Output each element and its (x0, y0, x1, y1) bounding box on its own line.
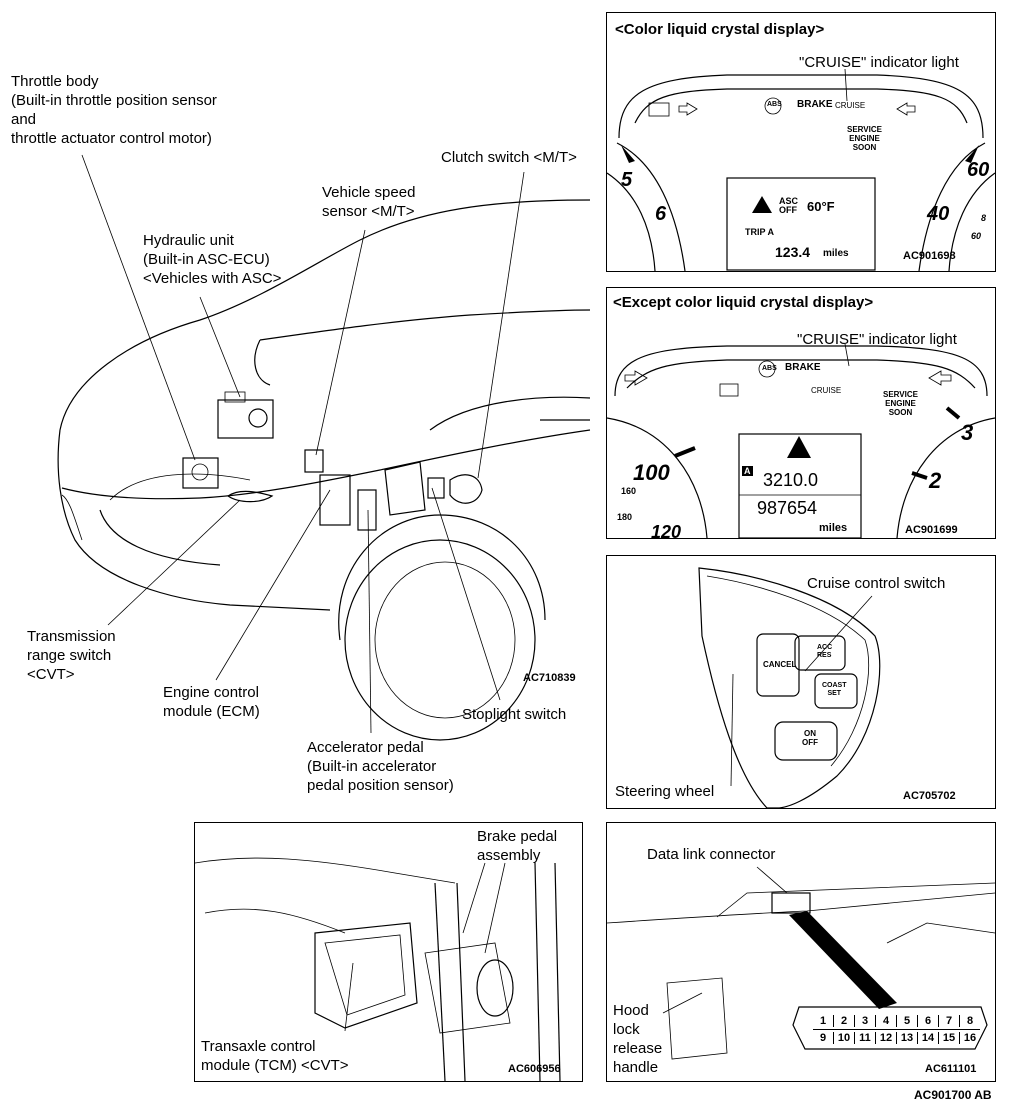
speed-sensor-shape (304, 449, 324, 473)
dlc-panel: Data link connector Hood lock release ha… (606, 822, 996, 1082)
label-hydraulic-unit: Hydraulic unit (Built-in ASC-ECU) <Vehic… (143, 232, 282, 287)
pin-14: 14 (918, 1032, 939, 1044)
label-cruise-control-switch: Cruise control switch (807, 575, 946, 592)
trip-value-2: 3210.0 (763, 470, 819, 490)
gauge-num-60: 60 (967, 159, 990, 181)
label-engine-control-module: Engine control module (ECM) (163, 684, 260, 720)
label-stoplight-switch: Stoplight switch (462, 706, 567, 723)
pin-1: 1 (813, 1015, 834, 1027)
pin-13: 13 (897, 1032, 918, 1044)
brake-indicator: BRAKE (797, 99, 833, 110)
cruise-indicator-2: CRUISE (811, 386, 842, 395)
gauge-num-2: 2 (929, 468, 942, 493)
tcm-drawing (195, 857, 561, 1081)
hydraulic-unit-shape (217, 391, 274, 439)
figure-code-tcm: AC606956 (508, 1063, 561, 1075)
dlc-drawing (607, 866, 995, 1060)
label-accelerator-pedal: Accelerator pedal (Built-in accelerator … (307, 739, 454, 794)
gauge-num-180: 180 (617, 512, 633, 522)
except-cluster-drawing (607, 343, 995, 538)
gauge-num-5: 5 (621, 169, 633, 191)
odometer-unit: miles (819, 522, 848, 534)
gauge-num-small-60: 60 (971, 231, 982, 241)
gauge-num-8: 8 (981, 213, 987, 223)
color-lcd-title: <Color liquid crystal display> (615, 21, 825, 38)
label-steering-wheel: Steering wheel (615, 783, 715, 800)
tcm-panel: Brake pedal assembly Transaxle control m… (194, 822, 583, 1082)
pin-12: 12 (876, 1032, 897, 1044)
steering-drawing (698, 567, 881, 808)
temperature-readout: 60°F (807, 199, 835, 214)
trip-badge: A (742, 466, 753, 476)
pin-10: 10 (834, 1032, 855, 1044)
trip-unit: miles (823, 248, 849, 259)
cruise-indicator-label-2: "CRUISE" indicator light (797, 331, 957, 348)
label-vehicle-speed-sensor: Vehicle speed sensor <M/T> (322, 184, 416, 220)
pin-9: 9 (813, 1032, 834, 1044)
service-engine-soon-2: SERVICE ENGINE SOON (883, 390, 918, 417)
cruise-indicator-label: "CRUISE" indicator light (799, 54, 959, 71)
steering-switch-panel: Cruise control switch Steering wheel CAN… (606, 555, 996, 809)
gauge-num-3: 3 (961, 420, 974, 445)
on-off-button: ON OFF (802, 729, 818, 747)
gauge-num-6: 6 (655, 203, 667, 225)
gauge-num-160: 160 (621, 486, 637, 496)
cancel-button: CANCEL (763, 660, 797, 669)
pin-15: 15 (939, 1032, 960, 1044)
footer-figure-code: AC901700 AB (914, 1088, 992, 1102)
figure-code-steering: AC705702 (903, 790, 956, 802)
throttle-body-shape (182, 457, 219, 489)
abs-indicator-2: ABS (762, 365, 777, 372)
accel-pedal-shape (357, 489, 377, 531)
figure-code-except: AC901699 (905, 524, 958, 536)
cruise-indicator: CRUISE (835, 101, 866, 110)
color-lcd-panel: <Color liquid crystal display> "CRUISE" … (606, 12, 996, 272)
figure-code-lcd: AC901698 (903, 250, 956, 262)
label-clutch-switch: Clutch switch <M/T> (441, 149, 577, 166)
odometer-value: 987654 (757, 498, 818, 518)
except-lcd-title: <Except color liquid crystal display> (613, 294, 874, 311)
pin-7: 7 (939, 1015, 960, 1027)
gauge-num-120: 120 (651, 522, 682, 539)
label-transaxle-control-module: Transaxle control module (TCM) <CVT> (201, 1038, 349, 1074)
label-transmission-range-switch: Transmission range switch <CVT> (27, 628, 116, 683)
figure-code-dlc: AC611101 (925, 1063, 977, 1075)
label-hood-lock-release: Hood lock release handle (613, 1002, 663, 1076)
pedal-bracket-shape (384, 461, 426, 516)
pin-11: 11 (855, 1032, 876, 1044)
pin-2: 2 (834, 1015, 855, 1027)
acc-res-button: ACC RES (817, 644, 833, 659)
label-data-link-connector: Data link connector (647, 846, 776, 863)
service-engine-soon: SERVICE ENGINE SOON (847, 125, 882, 152)
label-throttle-body: Throttle body (Built-in throttle positio… (11, 73, 217, 147)
gauge-num-40: 40 (927, 203, 950, 225)
trs-shape (226, 490, 274, 503)
figure-code-main: AC710839 (523, 672, 576, 684)
trip-value: 123.4 (775, 244, 811, 260)
clutch-switch-shape (449, 474, 483, 504)
stoplight-shape (427, 477, 445, 499)
asc-off-indicator: ASC OFF (779, 196, 799, 215)
abs-indicator: ABS (767, 101, 782, 108)
pin-5: 5 (897, 1015, 918, 1027)
trip-label: TRIP A (745, 227, 775, 237)
gauge-num-100: 100 (633, 460, 670, 485)
coast-set-button: COAST SET (822, 682, 847, 697)
pin-6: 6 (918, 1015, 939, 1027)
pin-16: 16 (963, 1032, 977, 1044)
label-brake-pedal-assembly: Brake pedal assembly (477, 828, 558, 864)
except-lcd-panel: <Except color liquid crystal display> "C… (606, 287, 996, 539)
pin-4: 4 (876, 1015, 897, 1027)
lcd-cluster-drawing (607, 68, 995, 271)
brake-indicator-2: BRAKE (785, 362, 821, 373)
pin-3: 3 (855, 1015, 876, 1027)
car-drawing (57, 154, 591, 741)
dlc-pin-grid: 1 2 3 4 5 6 7 8 9 10 11 12 13 14 15 16 (813, 1015, 980, 1044)
ecm-shape (319, 474, 351, 526)
pin-8: 8 (966, 1015, 974, 1027)
